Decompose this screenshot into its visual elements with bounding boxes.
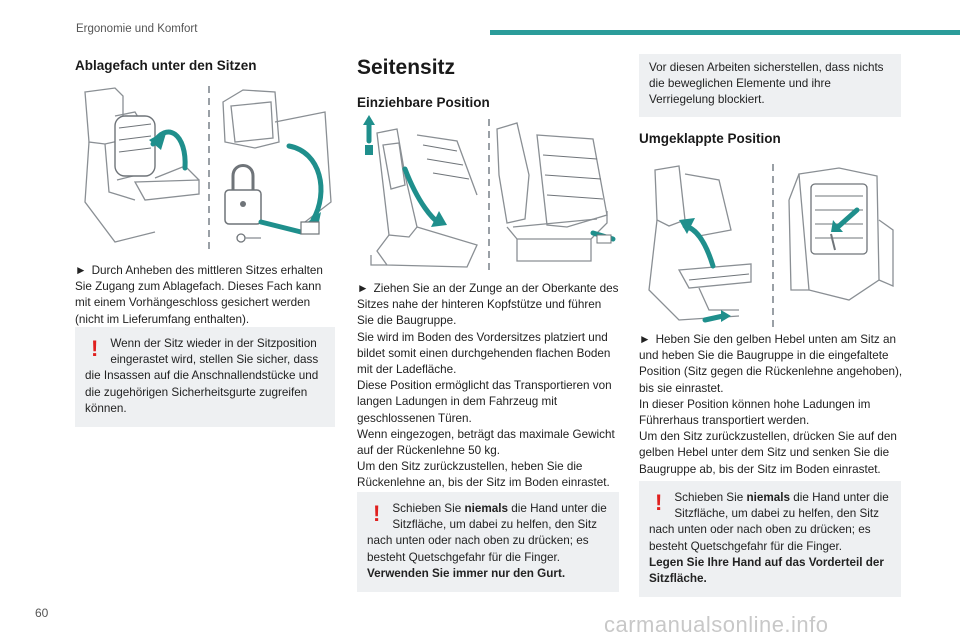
retractable-warning-instruction: Verwenden Sie immer nur den Gurt. <box>367 566 566 580</box>
retractable-line-5: Um den Sitz zurückzustellen, heben Sie d… <box>357 460 610 490</box>
warning-text-post: die Hand unter die Sitzfläche, um dabei … <box>367 502 607 564</box>
folded-warning-box: ! Schieben Sie niemals die Hand unter di… <box>639 481 901 598</box>
storage-compartment-illustration <box>84 86 332 252</box>
storage-text: Durch Anheben des mittleren Sitzes erhal… <box>75 264 323 326</box>
warning-icon: ! <box>91 336 99 361</box>
warning-text-bold: niemals <box>464 502 508 515</box>
retractable-paragraph: ►Ziehen Sie an der Zunge an der Oberkant… <box>357 281 619 492</box>
bullet-arrow: ► <box>357 282 369 295</box>
folded-warning-instruction: Legen Sie Ihre Hand auf das Vorderteil d… <box>649 555 884 586</box>
retractable-line-4: Wenn eingezogen, beträgt das maximale Ge… <box>357 427 615 458</box>
storage-warning-box: ! Wenn der Sitz wieder in der Sitzpositi… <box>75 327 335 428</box>
precaution-text: Vor diesen Arbeiten sicherstellen, dass … <box>649 61 884 107</box>
warning-text-bold: niemals <box>746 491 790 504</box>
retractable-warning-box: ! Schieben Sie niemals die Hand unter di… <box>357 492 619 593</box>
retractable-seat-illustration <box>363 115 616 275</box>
bullet-arrow: ► <box>75 264 87 277</box>
warning-text-pre: Schieben Sie <box>674 491 747 504</box>
storage-paragraph: ►Durch Anheben des mittleren Sitzes erha… <box>75 263 333 328</box>
warning-text-post: die Hand unter die Sitzfläche, um dabei … <box>649 491 889 553</box>
precaution-note: Vor diesen Arbeiten sicherstellen, dass … <box>639 54 901 117</box>
folded-line-2: In dieser Position können hohe Ladungen … <box>639 397 871 428</box>
retractable-line-1: Ziehen Sie an der Zunge an der Oberkante… <box>357 282 619 328</box>
bullet-arrow: ► <box>639 333 651 346</box>
warning-text-pre: Schieben Sie <box>392 502 465 515</box>
header-accent-bar <box>490 30 960 35</box>
retractable-line-2: Sie wird im Boden des Vordersitzes platz… <box>357 330 611 377</box>
retractable-line-3: Diese Position ermöglicht das Transporti… <box>357 379 612 425</box>
folded-seat-illustration <box>648 164 894 330</box>
watermark: carmanualsonline.info <box>604 612 829 637</box>
folded-paragraph: ►Heben Sie den gelben Hebel unten am Sit… <box>639 332 903 478</box>
page-number: 60 <box>35 606 49 620</box>
folded-line-3: Um den Sitz zurückzustellen, drücken Sie… <box>639 430 897 476</box>
storage-warning-text: Wenn der Sitz wieder in der Sitzposition… <box>85 337 319 415</box>
warning-icon: ! <box>373 501 381 526</box>
folded-heading: Umgeklappte Position <box>639 131 781 146</box>
warning-icon: ! <box>655 490 663 515</box>
storage-heading: Ablagefach unter den Sitzen <box>75 58 257 73</box>
section-title: Ergonomie und Komfort <box>76 23 198 35</box>
folded-line-1: Heben Sie den gelben Hebel unten am Sitz… <box>639 333 903 395</box>
side-seat-title: Seitensitz <box>357 56 456 79</box>
retractable-heading: Einziehbare Position <box>357 95 490 110</box>
